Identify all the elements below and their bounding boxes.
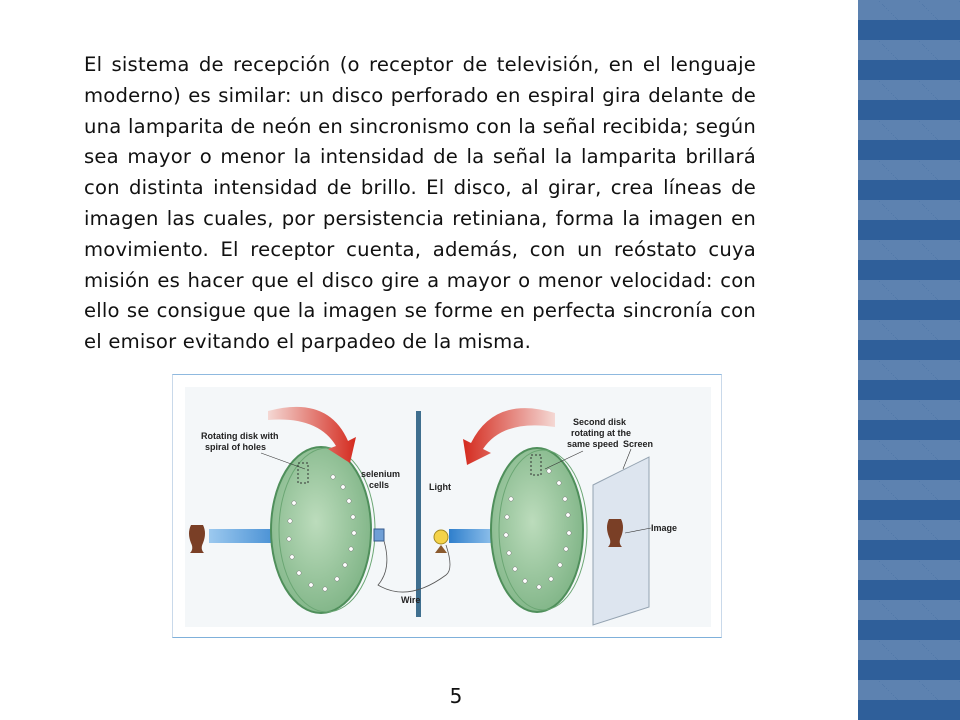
rotating-disk-2 bbox=[490, 447, 588, 613]
body-paragraph: El sistema de recepción (o receptor de t… bbox=[84, 53, 756, 354]
right-vase-icon bbox=[607, 519, 623, 547]
label-rotating-disk-line1: Rotating disk with bbox=[201, 431, 279, 441]
leader-line-disk-1 bbox=[260, 452, 306, 470]
page-number: 5 bbox=[449, 684, 463, 708]
label-rotating-disk-line2: spiral of holes bbox=[205, 442, 266, 452]
center-divider bbox=[416, 411, 421, 617]
left-vase-icon bbox=[189, 525, 205, 553]
wire-path bbox=[377, 540, 451, 593]
decorative-side-panel bbox=[858, 0, 960, 720]
leader-line-disk-2 bbox=[544, 450, 584, 470]
label-second-disk-line1: Second disk bbox=[573, 417, 627, 427]
diagram-svg: Rotating disk with spiral of holes selen… bbox=[185, 387, 711, 627]
label-second-disk-line2: rotating at the bbox=[571, 428, 631, 438]
rotation-arrow-2 bbox=[463, 408, 555, 465]
leader-line-screen bbox=[622, 448, 632, 470]
selenium-cell-icon bbox=[373, 528, 385, 542]
label-selenium-line1: selenium bbox=[361, 469, 400, 479]
label-second-disk-line3: same speed bbox=[567, 439, 619, 449]
label-wire: Wire bbox=[401, 595, 420, 605]
label-image: Image bbox=[651, 523, 677, 533]
label-selenium-line2: cells bbox=[369, 480, 389, 490]
television-diagram: Rotating disk with spiral of holes selen… bbox=[172, 374, 722, 638]
label-light: Light bbox=[429, 482, 451, 492]
label-screen: Screen bbox=[623, 439, 653, 449]
rotation-arrow-1 bbox=[268, 406, 356, 463]
light-bulb-icon bbox=[433, 529, 449, 553]
leader-line-image bbox=[624, 527, 652, 534]
screen-panel bbox=[592, 456, 650, 626]
